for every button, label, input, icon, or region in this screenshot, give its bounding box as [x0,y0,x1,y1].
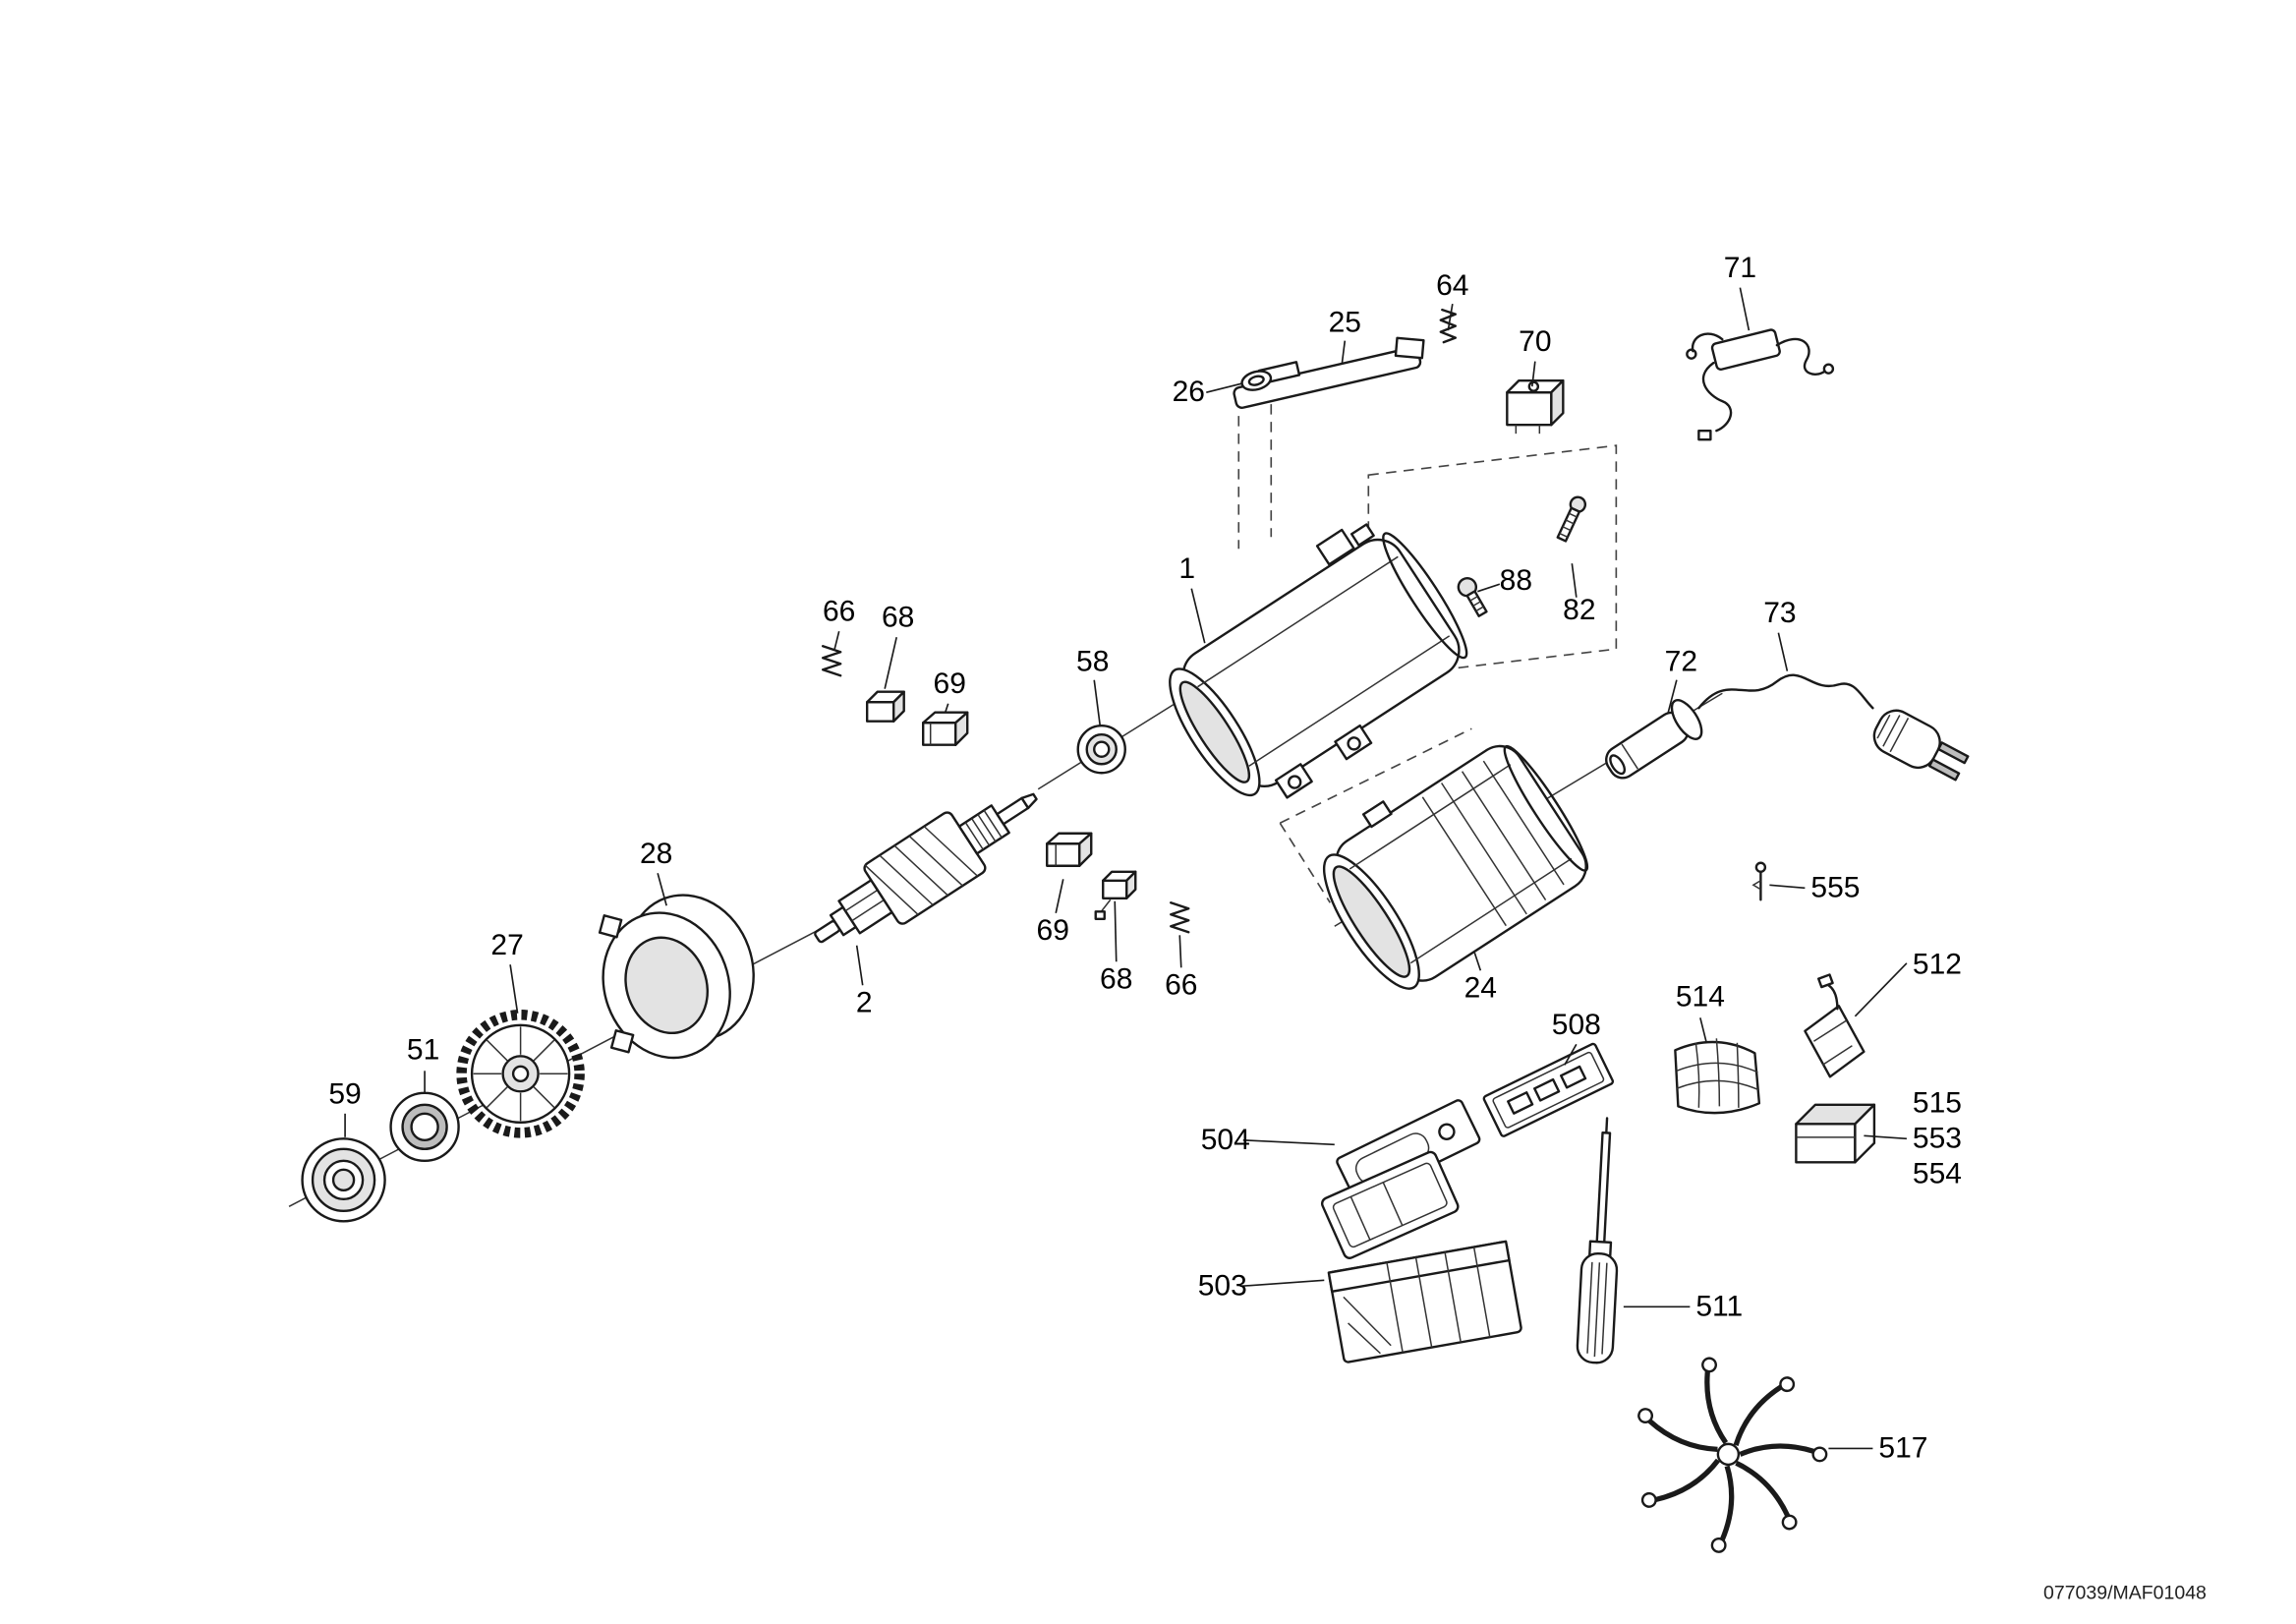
part-label-555: 555 [1810,871,1860,903]
part-label-514: 514 [1676,980,1725,1013]
part-label-554: 554 [1913,1157,1962,1189]
part-label-512: 512 [1913,948,1962,980]
part-switch-70 [1506,378,1565,435]
part-label-88: 88 [1500,564,1532,597]
part-screw-88 [1457,576,1488,617]
part-label-28: 28 [640,838,672,870]
part-brush-68-upper [865,690,905,723]
part-label-26: 26 [1173,376,1205,408]
part-brush-68-lower [1094,870,1137,920]
part-wiring-71 [1686,328,1835,441]
part-label-71: 71 [1724,252,1756,284]
part-clip-26 [1240,370,1273,391]
part-handle-72 [1605,699,1703,780]
part-fan-27 [456,1010,585,1138]
part-spring-64 [1439,308,1458,344]
part-label-59: 59 [328,1077,361,1110]
part-labels: 64 25 26 70 71 1 88 82 72 73 66 68 69 58… [328,252,1962,1464]
part-brush-holder-69-lower [1046,832,1093,867]
leader-lines [344,287,1908,1450]
part-label-24: 24 [1464,971,1497,1004]
part-case-503 [1320,1150,1522,1363]
part-label-25: 25 [1329,307,1361,339]
part-bearing-58 [1076,725,1126,775]
part-label-73: 73 [1763,597,1796,629]
part-screwdriver-511 [1576,1117,1619,1364]
part-label-58: 58 [1076,646,1109,678]
part-label-72: 72 [1665,646,1697,678]
part-bearing-59 [301,1137,386,1223]
part-spring-66-lower [1170,901,1190,934]
part-label-1: 1 [1178,552,1195,585]
part-housing-24 [1322,744,1589,990]
part-label-517: 517 [1878,1431,1927,1464]
part-label-27: 27 [490,929,523,961]
part-brush-assembly-512 [1804,973,1866,1078]
part-power-cord-73 [1697,673,1970,782]
part-ring-51 [389,1091,460,1163]
part-label-68-lower: 68 [1100,962,1132,995]
part-label-511: 511 [1695,1290,1743,1322]
part-label-2: 2 [856,986,873,1018]
part-label-504: 504 [1201,1124,1250,1156]
part-field-housing-1 [1169,523,1468,799]
part-brush-holder-69-upper [922,711,969,746]
part-label-508: 508 [1552,1009,1601,1041]
document-code: 077039/MAF01048 [2043,1582,2207,1603]
part-clip-set-517 [1637,1357,1828,1553]
part-screw-82 [1556,495,1587,543]
part-label-503: 503 [1198,1269,1247,1302]
part-label-51: 51 [407,1033,439,1066]
part-box-515 [1795,1103,1876,1164]
part-plate-508 [1482,1042,1615,1137]
part-pin-555 [1751,861,1767,901]
part-label-69-upper: 69 [934,667,966,700]
part-armature-2 [814,792,1038,944]
part-spring-66-upper [821,645,842,677]
part-label-69-lower: 69 [1037,914,1069,947]
part-grid-514 [1674,1038,1761,1115]
part-label-64: 64 [1436,269,1468,302]
part-label-68-upper: 68 [882,602,914,634]
part-label-553: 553 [1913,1122,1962,1154]
part-label-66-upper: 66 [823,596,855,628]
part-label-66-lower: 66 [1165,968,1197,1001]
part-label-515: 515 [1913,1086,1962,1119]
part-label-70: 70 [1519,325,1551,358]
part-baffle-28 [598,894,755,1060]
part-label-82: 82 [1563,594,1595,626]
